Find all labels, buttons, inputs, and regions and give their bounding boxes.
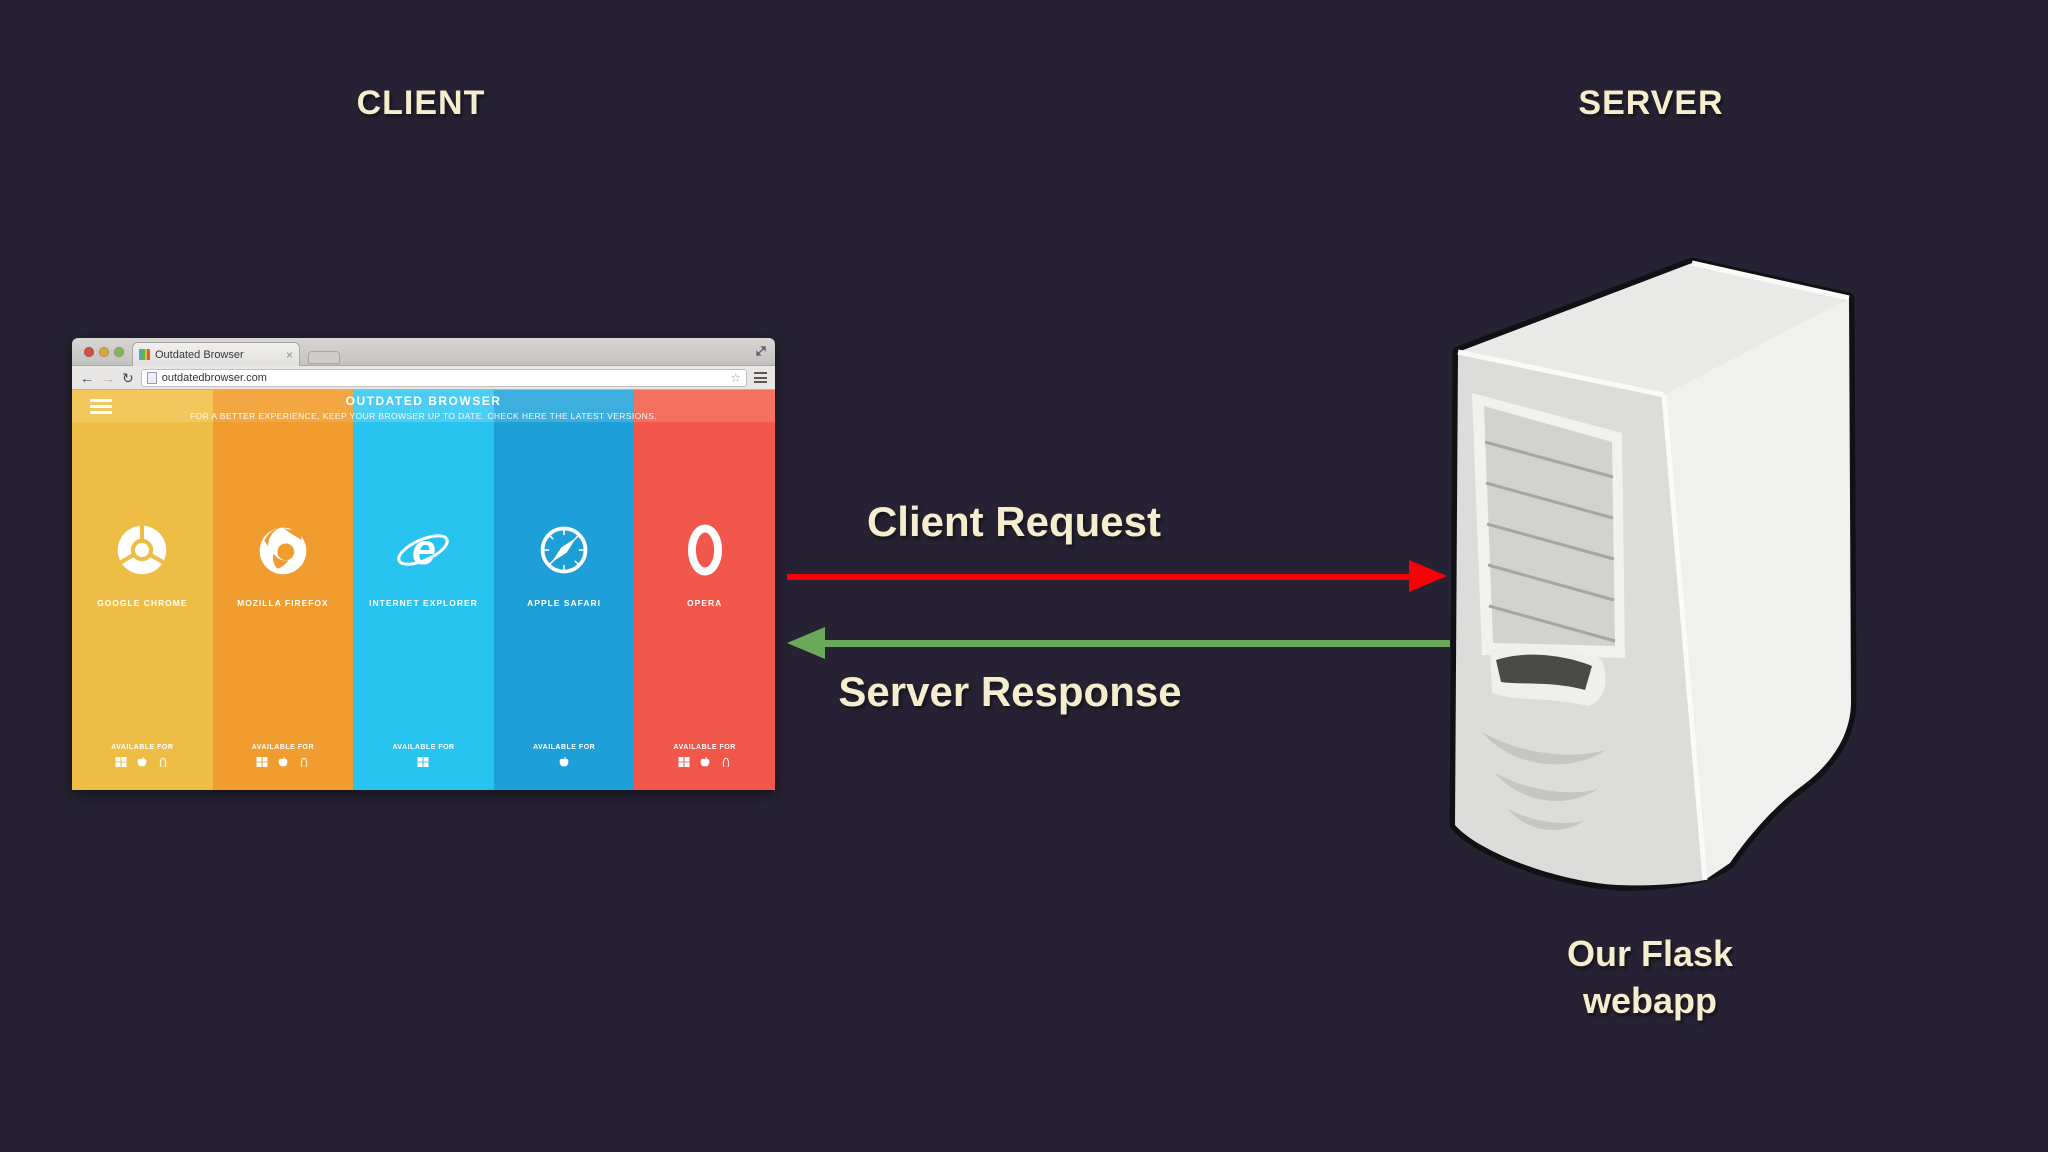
apple-icon bbox=[278, 756, 288, 767]
column-header-band bbox=[353, 390, 494, 422]
reload-button[interactable]: ↻ bbox=[122, 369, 134, 386]
browser-column-safari: APPLE SAFARI AVAILABLE FOR bbox=[493, 390, 635, 790]
server-caption: Our Flask webapp bbox=[1500, 930, 1800, 1024]
apple-icon bbox=[559, 756, 569, 767]
tab-title: Outdated Browser bbox=[155, 348, 244, 361]
browser-column-chrome: GOOGLE CHROME AVAILABLE FOR bbox=[72, 390, 213, 790]
browser-name-label[interactable]: MOZILLA FIREFOX bbox=[237, 598, 329, 608]
response-arrow-line bbox=[823, 640, 1450, 647]
webpage-content: GOOGLE CHROME AVAILABLE FOR bbox=[72, 390, 775, 790]
forward-button[interactable]: → bbox=[101, 369, 115, 386]
request-arrow-line bbox=[787, 574, 1409, 580]
column-header-band bbox=[493, 390, 635, 422]
chrome-logo-icon[interactable] bbox=[114, 522, 170, 578]
browser-name-label[interactable]: APPLE SAFARI bbox=[527, 598, 602, 608]
tab-close-icon[interactable]: × bbox=[285, 347, 293, 362]
platform-icons bbox=[72, 756, 213, 768]
client-label: CLIENT bbox=[356, 84, 486, 122]
request-arrow-label: Client Request bbox=[866, 498, 1162, 545]
browser-titlebar: Outdated Browser × bbox=[72, 338, 775, 366]
url-text[interactable]: outdatedbrowser.com bbox=[161, 371, 267, 384]
apple-icon bbox=[700, 756, 710, 767]
available-for-label: AVAILABLE FOR bbox=[392, 744, 455, 751]
browser-tab[interactable]: Outdated Browser × bbox=[132, 342, 300, 366]
platform-icons bbox=[634, 756, 775, 768]
minimize-window-button[interactable] bbox=[99, 347, 109, 357]
new-tab-button[interactable] bbox=[308, 351, 340, 364]
platform-icons bbox=[494, 756, 635, 768]
svg-text:e: e bbox=[412, 526, 436, 574]
tab-favicon-icon bbox=[139, 349, 150, 360]
browser-column-firefox: MOZILLA FIREFOX AVAILABLE FOR bbox=[212, 390, 354, 790]
bookmark-star-icon[interactable]: ☆ bbox=[730, 370, 741, 385]
safari-logo-icon[interactable] bbox=[536, 522, 592, 578]
window-resize-icon bbox=[755, 344, 767, 362]
windows-icon bbox=[417, 757, 429, 767]
linux-icon bbox=[160, 757, 167, 767]
response-arrow-label: Server Response bbox=[838, 668, 1182, 715]
address-bar[interactable]: outdatedbrowser.com ☆ bbox=[140, 368, 747, 387]
back-button[interactable]: ← bbox=[80, 369, 94, 386]
browser-window: Outdated Browser × ← → ↻ outdatedbrowser… bbox=[72, 338, 775, 790]
browser-name-label[interactable]: INTERNET EXPLORER bbox=[369, 598, 478, 608]
platform-icons bbox=[213, 756, 354, 768]
platform-icons bbox=[353, 756, 494, 768]
windows-icon bbox=[256, 757, 268, 767]
windows-icon bbox=[678, 757, 690, 767]
linux-icon bbox=[722, 757, 729, 767]
response-arrow-head bbox=[787, 627, 825, 659]
column-header-band bbox=[634, 390, 775, 422]
browser-toolbar: ← → ↻ outdatedbrowser.com ☆ bbox=[72, 366, 775, 390]
ie-logo-icon[interactable]: e bbox=[395, 522, 451, 578]
close-window-button[interactable] bbox=[84, 347, 94, 357]
firefox-logo-icon[interactable] bbox=[255, 522, 311, 578]
page-icon bbox=[146, 371, 157, 384]
available-for-label: AVAILABLE FOR bbox=[111, 744, 174, 751]
server-tower-illustration bbox=[1438, 252, 1868, 902]
linux-icon bbox=[300, 757, 308, 767]
hamburger-menu-icon[interactable] bbox=[90, 399, 112, 414]
browser-name-label[interactable]: GOOGLE CHROME bbox=[97, 598, 188, 608]
browser-column-opera: OPERA AVAILABLE FOR bbox=[634, 390, 775, 790]
zoom-window-button[interactable] bbox=[114, 347, 124, 357]
available-for-label: AVAILABLE FOR bbox=[251, 744, 315, 751]
browser-menu-icon[interactable] bbox=[754, 372, 767, 383]
request-arrow-head bbox=[1409, 560, 1447, 592]
browser-name-label[interactable]: OPERA bbox=[687, 598, 723, 608]
server-caption-line2: webapp bbox=[1582, 980, 1717, 1021]
apple-icon bbox=[137, 756, 147, 767]
windows-icon bbox=[115, 757, 127, 767]
browser-column-ie: e INTERNET EXPLORER AVAILABLE FOR bbox=[353, 390, 494, 790]
server-label: SERVER bbox=[1578, 84, 1724, 122]
available-for-label: AVAILABLE FOR bbox=[673, 744, 736, 751]
opera-logo-icon[interactable] bbox=[677, 522, 733, 578]
column-header-band bbox=[212, 390, 354, 422]
server-caption-line1: Our Flask bbox=[1566, 933, 1734, 974]
available-for-label: AVAILABLE FOR bbox=[532, 744, 596, 751]
